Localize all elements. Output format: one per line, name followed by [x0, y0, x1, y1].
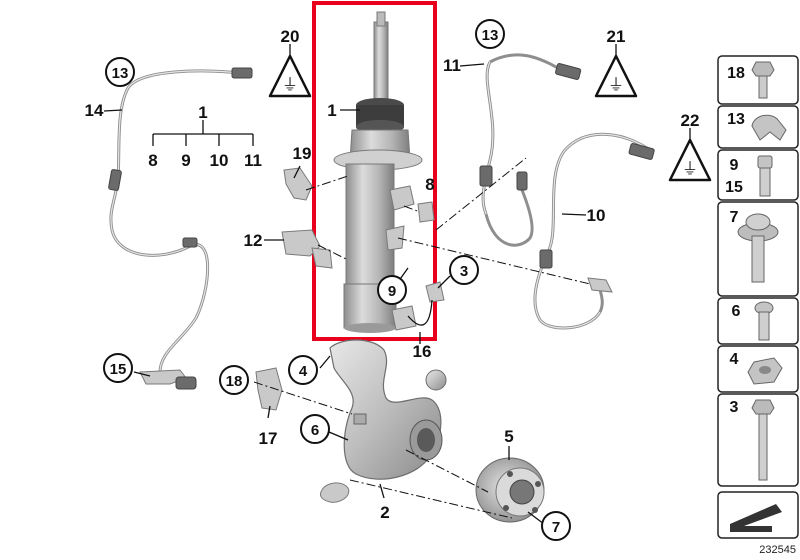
callout-21: 21	[607, 27, 626, 46]
sidebar-item-13[interactable]: 13	[717, 105, 799, 149]
sidebar-item-18[interactable]: 18	[717, 55, 799, 105]
wheel-hub	[475, 457, 545, 523]
callout-6: 6	[311, 422, 319, 439]
svg-text:7: 7	[730, 209, 739, 226]
callout-14: 14	[85, 101, 104, 120]
sidebar-item-3[interactable]: 3	[717, 393, 799, 487]
svg-text:9: 9	[730, 157, 739, 174]
callout-3: 3	[460, 263, 468, 280]
callout-9: 9	[388, 283, 396, 300]
wheel-bolt-washer-icon	[737, 213, 779, 283]
warning-electrical-connector-icon: ⏚	[268, 44, 312, 98]
svg-text:13: 13	[727, 111, 745, 128]
svg-text:⏚: ⏚	[282, 75, 298, 94]
wheel-speed-sensor-wire-left	[108, 67, 253, 390]
callout-labels: 13 13 3 9 15 18 4 6 7 20 21 22 1 1 8 9 1…	[85, 27, 700, 536]
callout-8-clip: 8	[425, 175, 434, 194]
sidebar-item-6[interactable]: 6	[717, 297, 799, 345]
bracket-17	[255, 367, 283, 411]
hex-nut-icon	[747, 357, 783, 385]
warning-electrical-connector-icon: ⏚	[594, 44, 638, 98]
callout-1-group: 1	[198, 103, 207, 122]
hex-bolt-short-icon	[751, 61, 775, 99]
callout-10: 10	[587, 206, 606, 225]
callout-19: 19	[293, 144, 312, 163]
shock-absorber-strut	[333, 11, 423, 333]
sidebar-item-4[interactable]: 4	[717, 345, 799, 393]
bracket-19	[283, 167, 313, 201]
round-head-screw-icon	[754, 301, 774, 341]
callout-12: 12	[244, 231, 263, 250]
clamp-clip-icon	[751, 114, 787, 141]
brake-wear-sensor-wire-10	[533, 132, 655, 330]
callout-13: 13	[482, 27, 499, 44]
callout-18: 18	[226, 373, 243, 390]
callout-1: 1	[327, 101, 336, 120]
callout-11-group: 11	[244, 151, 262, 170]
callout-13: 13	[112, 65, 129, 82]
callout-20: 20	[281, 27, 300, 46]
callout-16: 16	[413, 342, 432, 361]
selected-part-highlight[interactable]	[312, 1, 437, 341]
svg-text:⏚: ⏚	[682, 159, 698, 178]
callout-2: 2	[380, 503, 389, 522]
sidebar-item-9-15[interactable]: 9 15	[717, 149, 799, 201]
callout-9-group: 9	[181, 151, 190, 170]
steering-knuckle	[319, 339, 447, 503]
callout-15: 15	[110, 361, 127, 378]
callout-10-group: 10	[210, 151, 229, 170]
callout-8: 8	[148, 151, 157, 170]
parts-sidebar: 18 13 9 15 7	[717, 55, 799, 539]
callout-22: 22	[681, 111, 700, 130]
diagram-reference-number: 232545	[759, 544, 796, 556]
clip-8	[417, 201, 435, 223]
sidebar-item-7[interactable]: 7	[717, 201, 799, 297]
holder-16	[391, 281, 445, 331]
leader-lines	[103, 63, 591, 525]
warning-electrical-connector-icon: ⏚	[668, 128, 712, 182]
callout-5: 5	[504, 427, 513, 446]
svg-text:15: 15	[725, 179, 743, 196]
callout-4: 4	[299, 363, 308, 380]
svg-text:18: 18	[727, 65, 745, 82]
long-hex-bolt-icon	[751, 399, 775, 481]
bracket-12	[281, 229, 333, 269]
callout-circles	[103, 19, 571, 541]
wheel-speed-sensor-wire-right-11	[479, 53, 582, 247]
callout-7: 7	[552, 519, 560, 536]
svg-text:6: 6	[732, 303, 741, 320]
svg-text:3: 3	[730, 399, 739, 416]
back-arrow-icon[interactable]	[717, 491, 799, 539]
socket-screw-icon	[757, 155, 773, 197]
svg-text:⏚: ⏚	[608, 75, 624, 94]
callout-11: 11	[443, 56, 461, 75]
svg-text:4: 4	[730, 351, 739, 368]
callout-17: 17	[259, 429, 278, 448]
